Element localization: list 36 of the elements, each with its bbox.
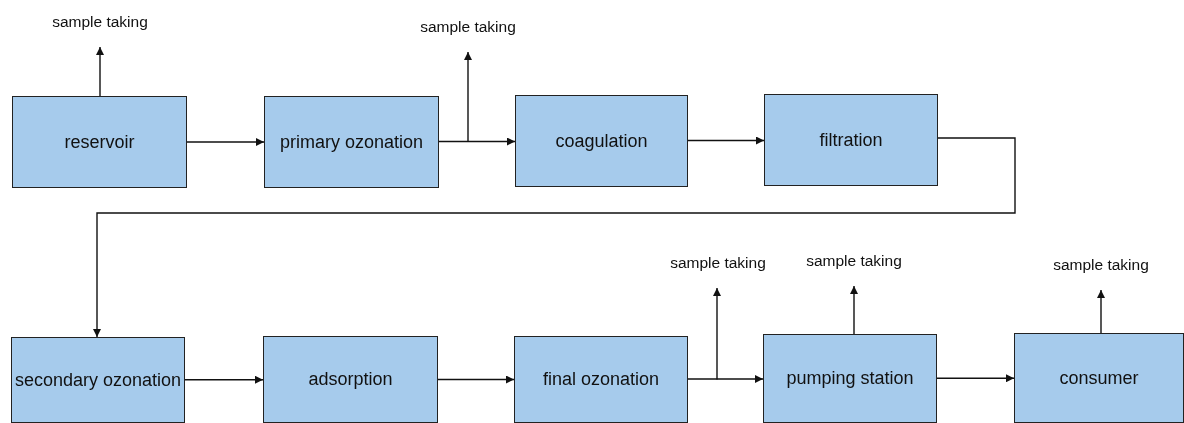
process-box <box>11 337 185 423</box>
arrow <box>184 375 264 384</box>
arrow <box>96 46 104 97</box>
process-box <box>515 95 688 187</box>
box-label: final ozonation <box>542 368 660 391</box>
arrow <box>936 374 1015 383</box>
box-label: consumer <box>1059 366 1139 390</box>
process-box <box>264 96 439 188</box>
process-box <box>763 334 937 423</box>
arrow <box>93 137 1016 338</box>
process-box <box>12 96 187 188</box>
box-label: reservoir <box>64 130 135 154</box>
arrow <box>438 137 516 146</box>
annotation-text: sample taking <box>420 18 516 36</box>
arrow <box>1097 289 1105 334</box>
process-box <box>514 336 688 423</box>
box-label: primary ozonation <box>279 130 424 154</box>
arrow <box>850 285 858 335</box>
annotation-text: sample taking <box>1053 256 1149 274</box>
annotation-text: sample taking <box>52 13 148 31</box>
box-label: secondary ozonation <box>14 368 182 392</box>
annotation-text: sample taking <box>806 252 902 270</box>
box-label: filtration <box>819 128 883 152</box>
arrow <box>437 375 515 384</box>
process-box <box>764 94 938 186</box>
annotation-text: sample taking <box>670 254 766 272</box>
arrow <box>464 51 472 143</box>
process-box <box>1014 333 1184 423</box>
box-label: pumping station <box>786 367 914 390</box>
arrow <box>687 136 765 145</box>
box-label: adsorption <box>308 368 393 391</box>
arrow <box>186 138 265 146</box>
box-label: coagulation <box>555 129 648 153</box>
arrow <box>713 287 721 381</box>
process-box <box>263 336 438 423</box>
arrow <box>687 375 764 383</box>
